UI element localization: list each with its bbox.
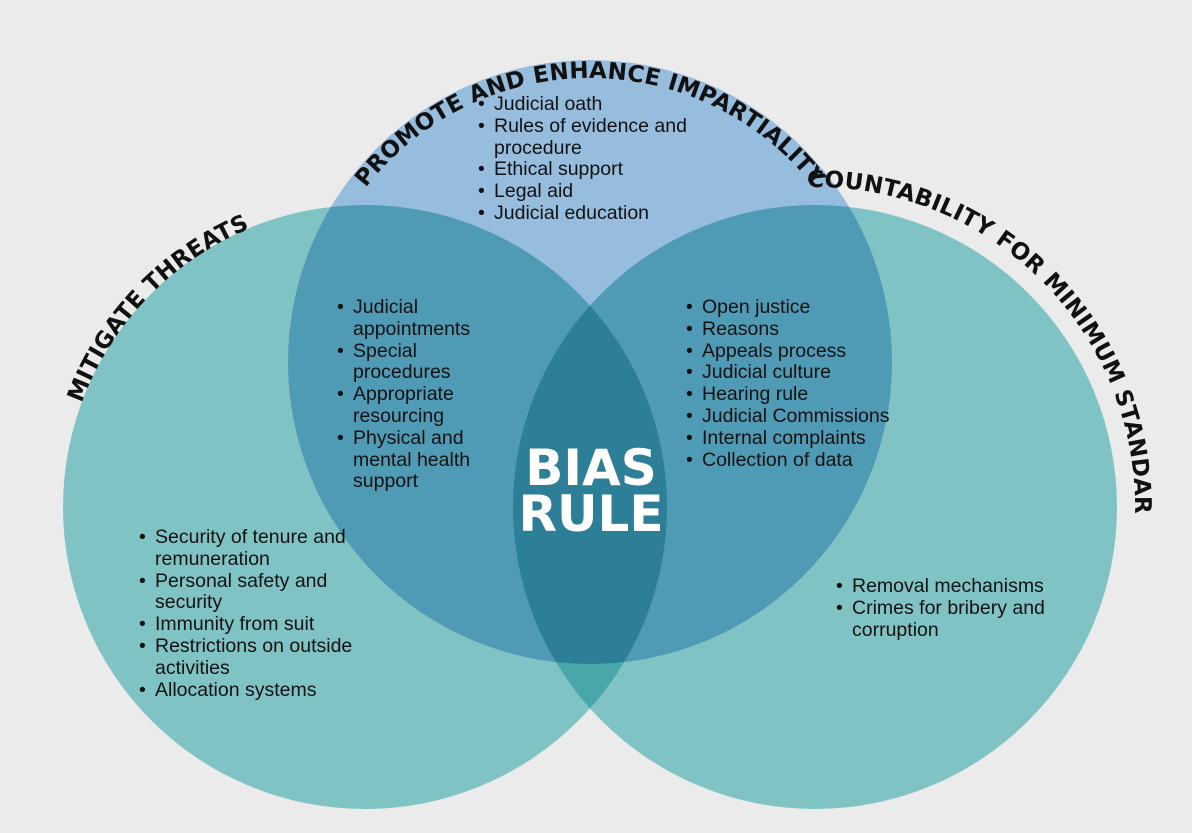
list-item: Physical and mental health support	[337, 427, 512, 493]
list-item: Personal safety and security	[139, 570, 359, 615]
list-item: Hearing rule	[686, 383, 936, 406]
list-accountability: Removal mechanisms Crimes for bribery an…	[836, 575, 1081, 642]
list-item: Security of tenure and remuneration	[139, 526, 359, 571]
list-item: Judicial oath	[478, 93, 728, 116]
center-label-line1: BIAS	[525, 439, 656, 497]
list-item: Judicial Commissions	[686, 405, 936, 428]
list-item: Judicial education	[478, 202, 728, 225]
list-item: Ethical support	[478, 159, 728, 181]
list-item: Reasons	[686, 318, 936, 341]
list-item: Appeals process	[686, 340, 936, 363]
list-item: Internal complaints	[686, 427, 936, 450]
list-item: Allocation systems	[139, 679, 359, 702]
list-item: Judicial culture	[686, 362, 936, 384]
list-item: Legal aid	[478, 180, 728, 203]
list-top-right-overlap: Open justice Reasons Appeals process Jud…	[686, 296, 936, 472]
list-top-left-overlap: Judicial appointments Special procedures…	[337, 296, 512, 493]
list-item: Immunity from suit	[139, 613, 359, 636]
list-item: Collection of data	[686, 449, 936, 472]
list-item: Removal mechanisms	[836, 575, 1081, 598]
list-item: Appropriate resourcing	[337, 383, 512, 428]
list-mitigate-threats: Security of tenure and remuneration Pers…	[139, 526, 359, 702]
list-item: Rules of evidence and procedure	[478, 115, 728, 160]
list-item: Restrictions on outside activities	[139, 635, 359, 680]
center-label-line2: RULE	[518, 485, 663, 543]
list-item: Open justice	[686, 296, 936, 319]
list-promote-impartiality: Judicial oath Rules of evidence and proc…	[478, 93, 728, 225]
list-item: Judicial appointments	[337, 296, 512, 341]
list-item: Crimes for bribery and corruption	[836, 597, 1081, 642]
list-item: Special procedures	[337, 340, 512, 385]
